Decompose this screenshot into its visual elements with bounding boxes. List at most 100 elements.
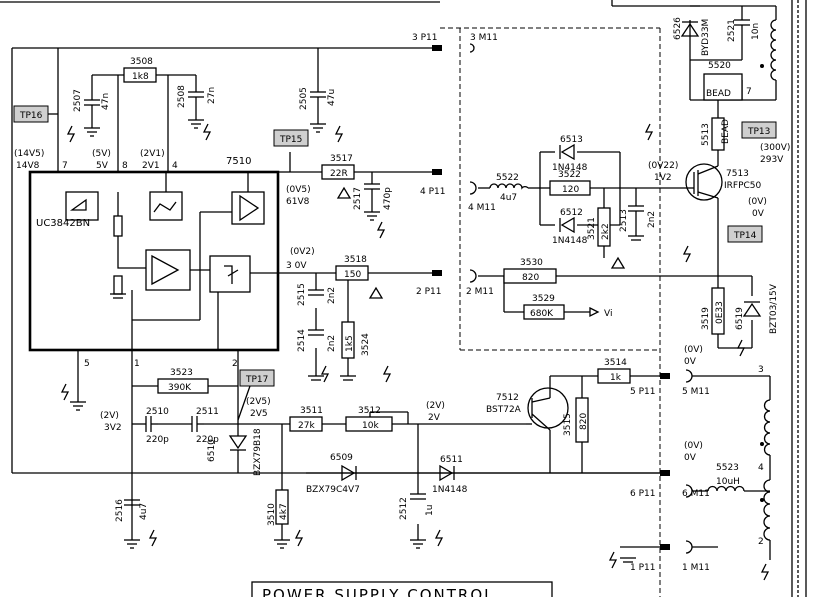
r3524-val: 1k5: [345, 335, 355, 352]
d6512-val: 1N4148: [552, 236, 588, 246]
c2512-val: 1u: [425, 505, 435, 516]
conn-p11-2: 2 P11: [416, 287, 441, 297]
r3512-ref: 3512: [358, 406, 381, 416]
d6509-val: BZX79C4V7: [306, 485, 360, 495]
c2508-ref: 2508: [177, 85, 187, 108]
hot-ground-icon: [644, 123, 654, 141]
hot-ground-icon: [320, 365, 330, 383]
conn-m11-5: 5 M11: [682, 387, 710, 397]
tx-pin-3: 3: [758, 365, 764, 375]
ground-icon: [124, 539, 140, 549]
l5513-val: BEAD: [721, 119, 731, 144]
c2507-val: 47n: [101, 93, 111, 110]
v-7512-paren: (2V): [426, 401, 445, 411]
ground-icon: [340, 375, 356, 381]
c2511-ref: 2511: [196, 407, 219, 417]
r3515-val: 820: [579, 413, 589, 430]
d6513-val: 1N4148: [552, 163, 588, 173]
v-pin2-paren: (2V5): [246, 397, 271, 407]
ground-icon: [410, 539, 426, 549]
tp16-label: TP16: [19, 111, 43, 121]
ground-icon: [110, 293, 126, 299]
hot-ground-icon: [434, 529, 444, 547]
c2514-val: 2n2: [327, 335, 337, 352]
r3508-val: 1k8: [132, 72, 149, 82]
r3518-ref: 3518: [344, 255, 367, 265]
l5520-val: BEAD: [706, 89, 731, 99]
hot-ground-icon: [608, 551, 618, 569]
ic-voltage-labels: (14V5) 14V8 (5V) 5V (2V1) 2V1 (0V5) 61V8…: [14, 143, 790, 463]
r3521-ref: 3521: [587, 217, 597, 240]
ground-icon: [274, 539, 290, 549]
v-src: 0V: [752, 209, 765, 219]
c2511-val: 220p: [196, 435, 219, 445]
v-pin2: 2V5: [250, 409, 268, 419]
r3515-ref: 3515: [563, 413, 573, 436]
r3517-val: 22R: [330, 169, 348, 179]
d6526-val: BYD33M: [701, 19, 711, 56]
ic-pin-2: 2: [232, 359, 238, 369]
ground-icon: [628, 235, 644, 241]
d6512-ref: 6512: [560, 208, 583, 218]
tx-pin-2: 2: [758, 537, 764, 547]
ic-pin-1: 1: [134, 359, 140, 369]
v-m5-paren: (0V): [684, 345, 703, 355]
board-boundary: [440, 27, 661, 597]
ic-pin-8: 8: [122, 161, 128, 171]
r3519-val: 0E33: [715, 301, 725, 324]
r3512-val: 10k: [362, 421, 379, 431]
footer-title: POWER SUPPLY CONTROL: [262, 586, 495, 597]
conn-p11-5: 5 P11: [630, 387, 655, 397]
c2521-val: 10n: [751, 23, 761, 40]
ic-pin-4: 4: [172, 161, 178, 171]
c2505-ref: 2505: [299, 87, 309, 110]
ic-pin-5: 5: [84, 359, 90, 369]
v-pin7: 14V8: [16, 161, 40, 171]
v-out-paren: (0V5): [286, 185, 311, 195]
hot-ground-icon: [682, 245, 692, 263]
v-7512: 2V: [428, 413, 441, 423]
r3514-ref: 3514: [604, 358, 627, 368]
ground-icon: [188, 119, 204, 129]
v-pin4: 2V1: [142, 161, 160, 171]
conn-m11-4: 4 M11: [468, 203, 496, 213]
d6519-ref: 6519: [735, 307, 745, 330]
r3524-ref: 3524: [361, 333, 371, 356]
conn-p11-6: 6 P11: [630, 489, 655, 499]
ic-ref-label: 7510: [226, 156, 251, 167]
ic-pin-7: 7: [62, 161, 68, 171]
v-pin3: 3 0V: [286, 261, 307, 271]
hot-ground-icon: [60, 383, 70, 401]
c2508-val: 27n: [207, 87, 217, 104]
c2515-val: 2n2: [327, 287, 337, 304]
r3510-val: 4k7: [279, 503, 289, 520]
r3510-ref: 3510: [267, 503, 277, 526]
c2516-ref: 2516: [115, 499, 125, 522]
c2517-ref: 2517: [353, 187, 363, 210]
hot-ground-icon: [148, 529, 158, 547]
r3522-val: 120: [562, 185, 579, 195]
node-7: 7: [746, 87, 752, 97]
wiring-right: [478, 5, 777, 560]
d6513-ref: 6513: [560, 135, 583, 145]
d6519-val: BZT03/15V: [769, 283, 779, 334]
r3511-ref: 3511: [300, 406, 323, 416]
c2505-val: 47u: [327, 89, 337, 106]
ic-uc3842bn: UC3842BN 7510 7 8 4 5 1 2: [28, 156, 280, 369]
t7512-val: BST72A: [486, 405, 522, 415]
c2515-ref: 2515: [297, 283, 307, 306]
v-pin8-paren: (5V): [92, 149, 111, 159]
c2513-ref: 2513: [619, 209, 629, 232]
c2507-ref: 2507: [73, 89, 83, 112]
components-left: 3508 1k8 2507 47n 2508 27n 2505 47u 3517…: [73, 57, 631, 526]
r3529-ref: 3529: [532, 294, 555, 304]
v-gate-paren: (0V22): [648, 161, 678, 171]
ground-icon: [308, 375, 324, 381]
ground-icon: [84, 127, 100, 137]
l5513-ref: 5513: [701, 123, 711, 146]
d6511-ref: 6511: [440, 455, 463, 465]
v-m6: 0V: [684, 453, 697, 463]
ground-symbols: [60, 119, 770, 581]
hot-ground-icon: [294, 529, 304, 547]
